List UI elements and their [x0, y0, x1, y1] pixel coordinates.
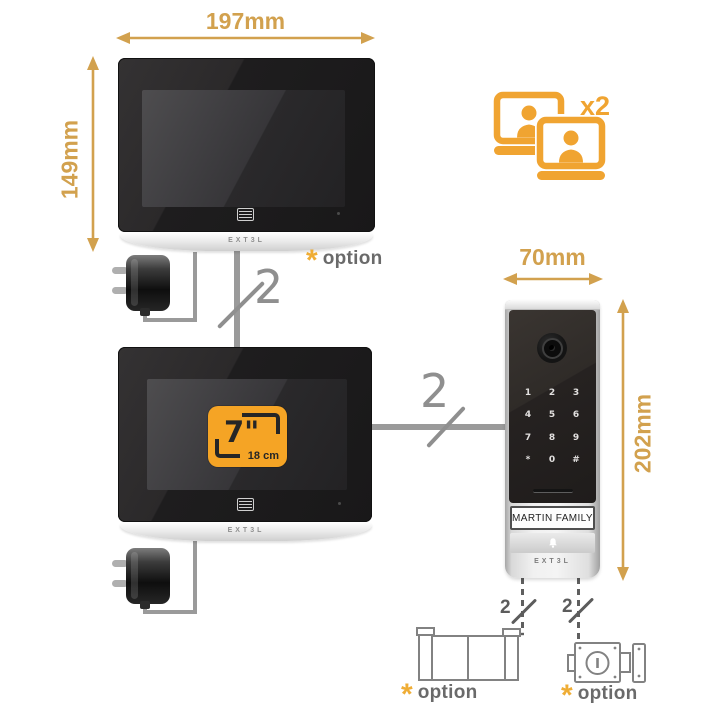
screen-size-badge: 7" 18 cm	[208, 406, 287, 467]
keypad-key: 0	[548, 454, 556, 465]
keypad-key: #	[572, 454, 580, 465]
keypad-key: *	[525, 454, 531, 465]
indoor-monitor-main	[118, 347, 372, 522]
door-height-label: 202mm	[629, 393, 656, 474]
speaker-grille	[533, 489, 573, 493]
led-indicator	[337, 212, 340, 215]
lock-icon	[567, 642, 646, 683]
nameplate: MARTIN FAMILY	[510, 506, 595, 530]
wire-adapter2-riser	[193, 541, 197, 614]
door-height-arrow	[617, 299, 629, 581]
power-adapter-top-icon	[112, 255, 170, 316]
monitor-top-base: EXT3L	[120, 232, 373, 251]
indoor-monitor-top	[118, 58, 375, 232]
option-label-monitor: * option	[306, 244, 383, 277]
keypad-key: 4	[524, 410, 532, 421]
keypad-key: 1	[524, 388, 532, 399]
door-width-arrow	[503, 273, 603, 285]
keypad-key: 5	[548, 410, 556, 421]
wire-adapter1-riser	[193, 252, 197, 322]
wire-door-bus	[372, 424, 506, 430]
menu-icon	[237, 498, 254, 511]
keypad-key: 7	[524, 432, 532, 443]
monitor-height-label: 149mm	[56, 119, 83, 200]
keypad-key: 2	[548, 388, 556, 399]
monitor-top-screen	[142, 90, 345, 207]
keypad-key: 8	[548, 432, 556, 443]
option-label-lock: * option	[561, 679, 638, 712]
height-dimension-arrow	[87, 56, 99, 252]
multiplier-label: x2	[580, 91, 610, 121]
wire-count-lock: 2	[562, 596, 573, 617]
monitor-width-label: 197mm	[205, 8, 286, 34]
bell-button	[510, 533, 595, 553]
wire-adapter2-run	[143, 610, 197, 614]
brand-label: EXT3L	[534, 558, 571, 565]
led-indicator	[338, 502, 341, 505]
keypad-key: 6	[572, 410, 580, 421]
wire-count-monitor-bus: 2	[254, 260, 284, 314]
power-adapter-main-icon	[112, 548, 170, 609]
door-keypad: 1 2 3 4 5 6 7 8 9 * 0 #	[516, 382, 588, 471]
width-dimension-arrow	[116, 32, 375, 44]
slash-gate-wire	[510, 598, 538, 625]
door-width-label: 70mm	[519, 244, 586, 270]
wire-adapter1-run	[143, 318, 197, 322]
screen-corner-bracket-icon	[215, 439, 240, 458]
brand-label: EXT3L	[228, 237, 265, 244]
dashed-wire-gate	[521, 578, 524, 634]
bell-icon	[548, 538, 557, 548]
brand-label: EXT3L	[227, 527, 265, 534]
door-station: 1 2 3 4 5 6 7 8 9 * 0 # MARTIN FAMILY EX…	[505, 300, 600, 578]
gate-icon	[416, 627, 524, 681]
door-station-cap	[505, 300, 600, 310]
screen-size-cm: 18 cm	[247, 450, 279, 462]
multi-monitor-icon: x2	[493, 91, 610, 180]
screen-size-inches: 7"	[224, 415, 260, 449]
wire-count-door-bus: 2	[420, 364, 450, 418]
camera-lens-icon	[537, 333, 567, 363]
keypad-key: 3	[572, 388, 580, 399]
option-label-gate: * option	[401, 678, 478, 711]
menu-icon	[237, 208, 254, 221]
keypad-key: 9	[572, 432, 580, 443]
wire-monitor-bus	[234, 250, 240, 348]
monitor-main-base: EXT3L	[120, 522, 372, 541]
wire-count-gate: 2	[500, 597, 511, 618]
screen-corner-bracket-icon	[242, 413, 280, 434]
